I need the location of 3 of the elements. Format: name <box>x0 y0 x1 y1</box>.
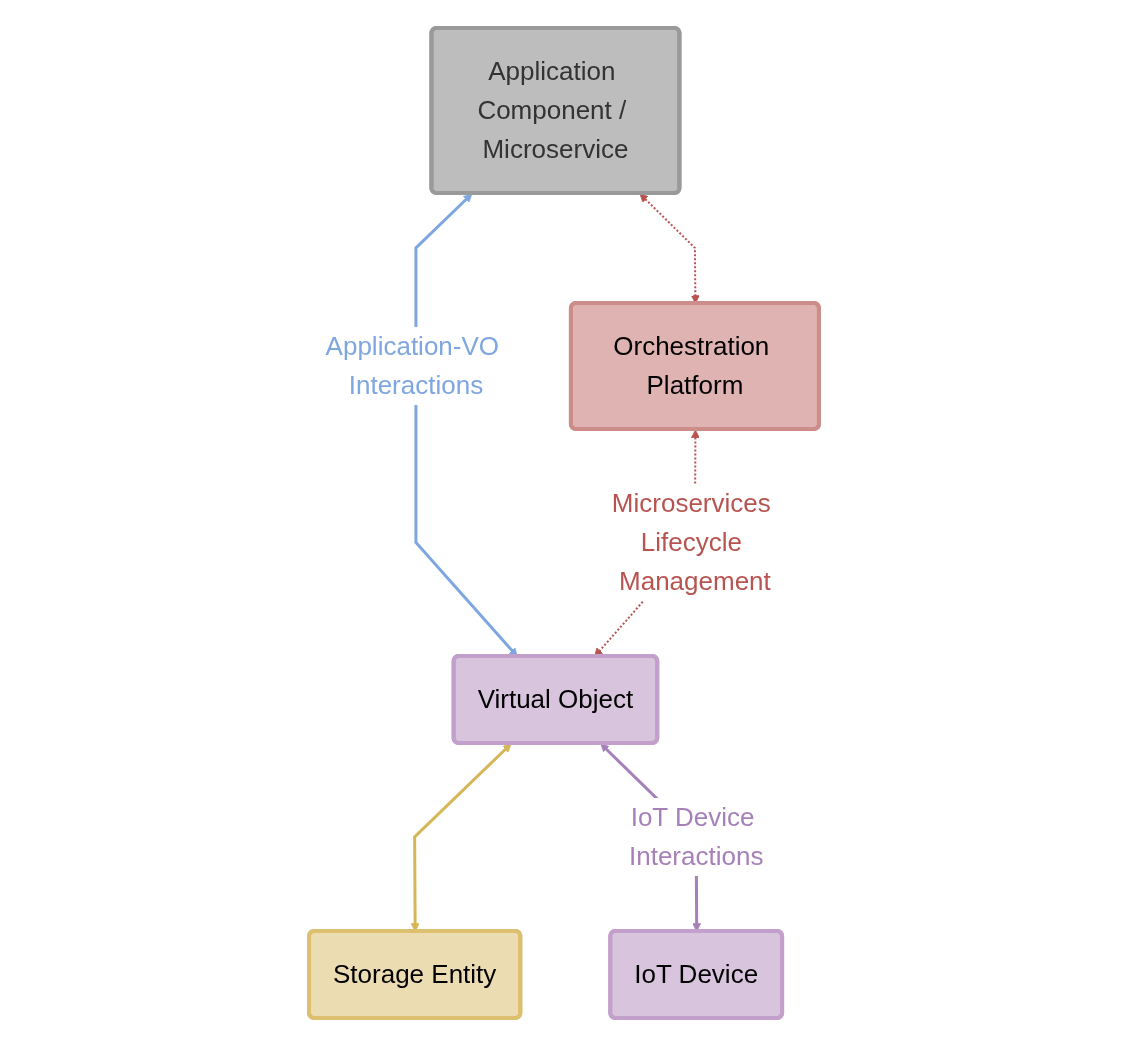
edge-label: Application-VO Interactions <box>325 330 499 400</box>
edge-label: Microservices Lifecycle Management <box>611 487 771 596</box>
edge-label: IoT Device Interactions <box>628 801 763 871</box>
